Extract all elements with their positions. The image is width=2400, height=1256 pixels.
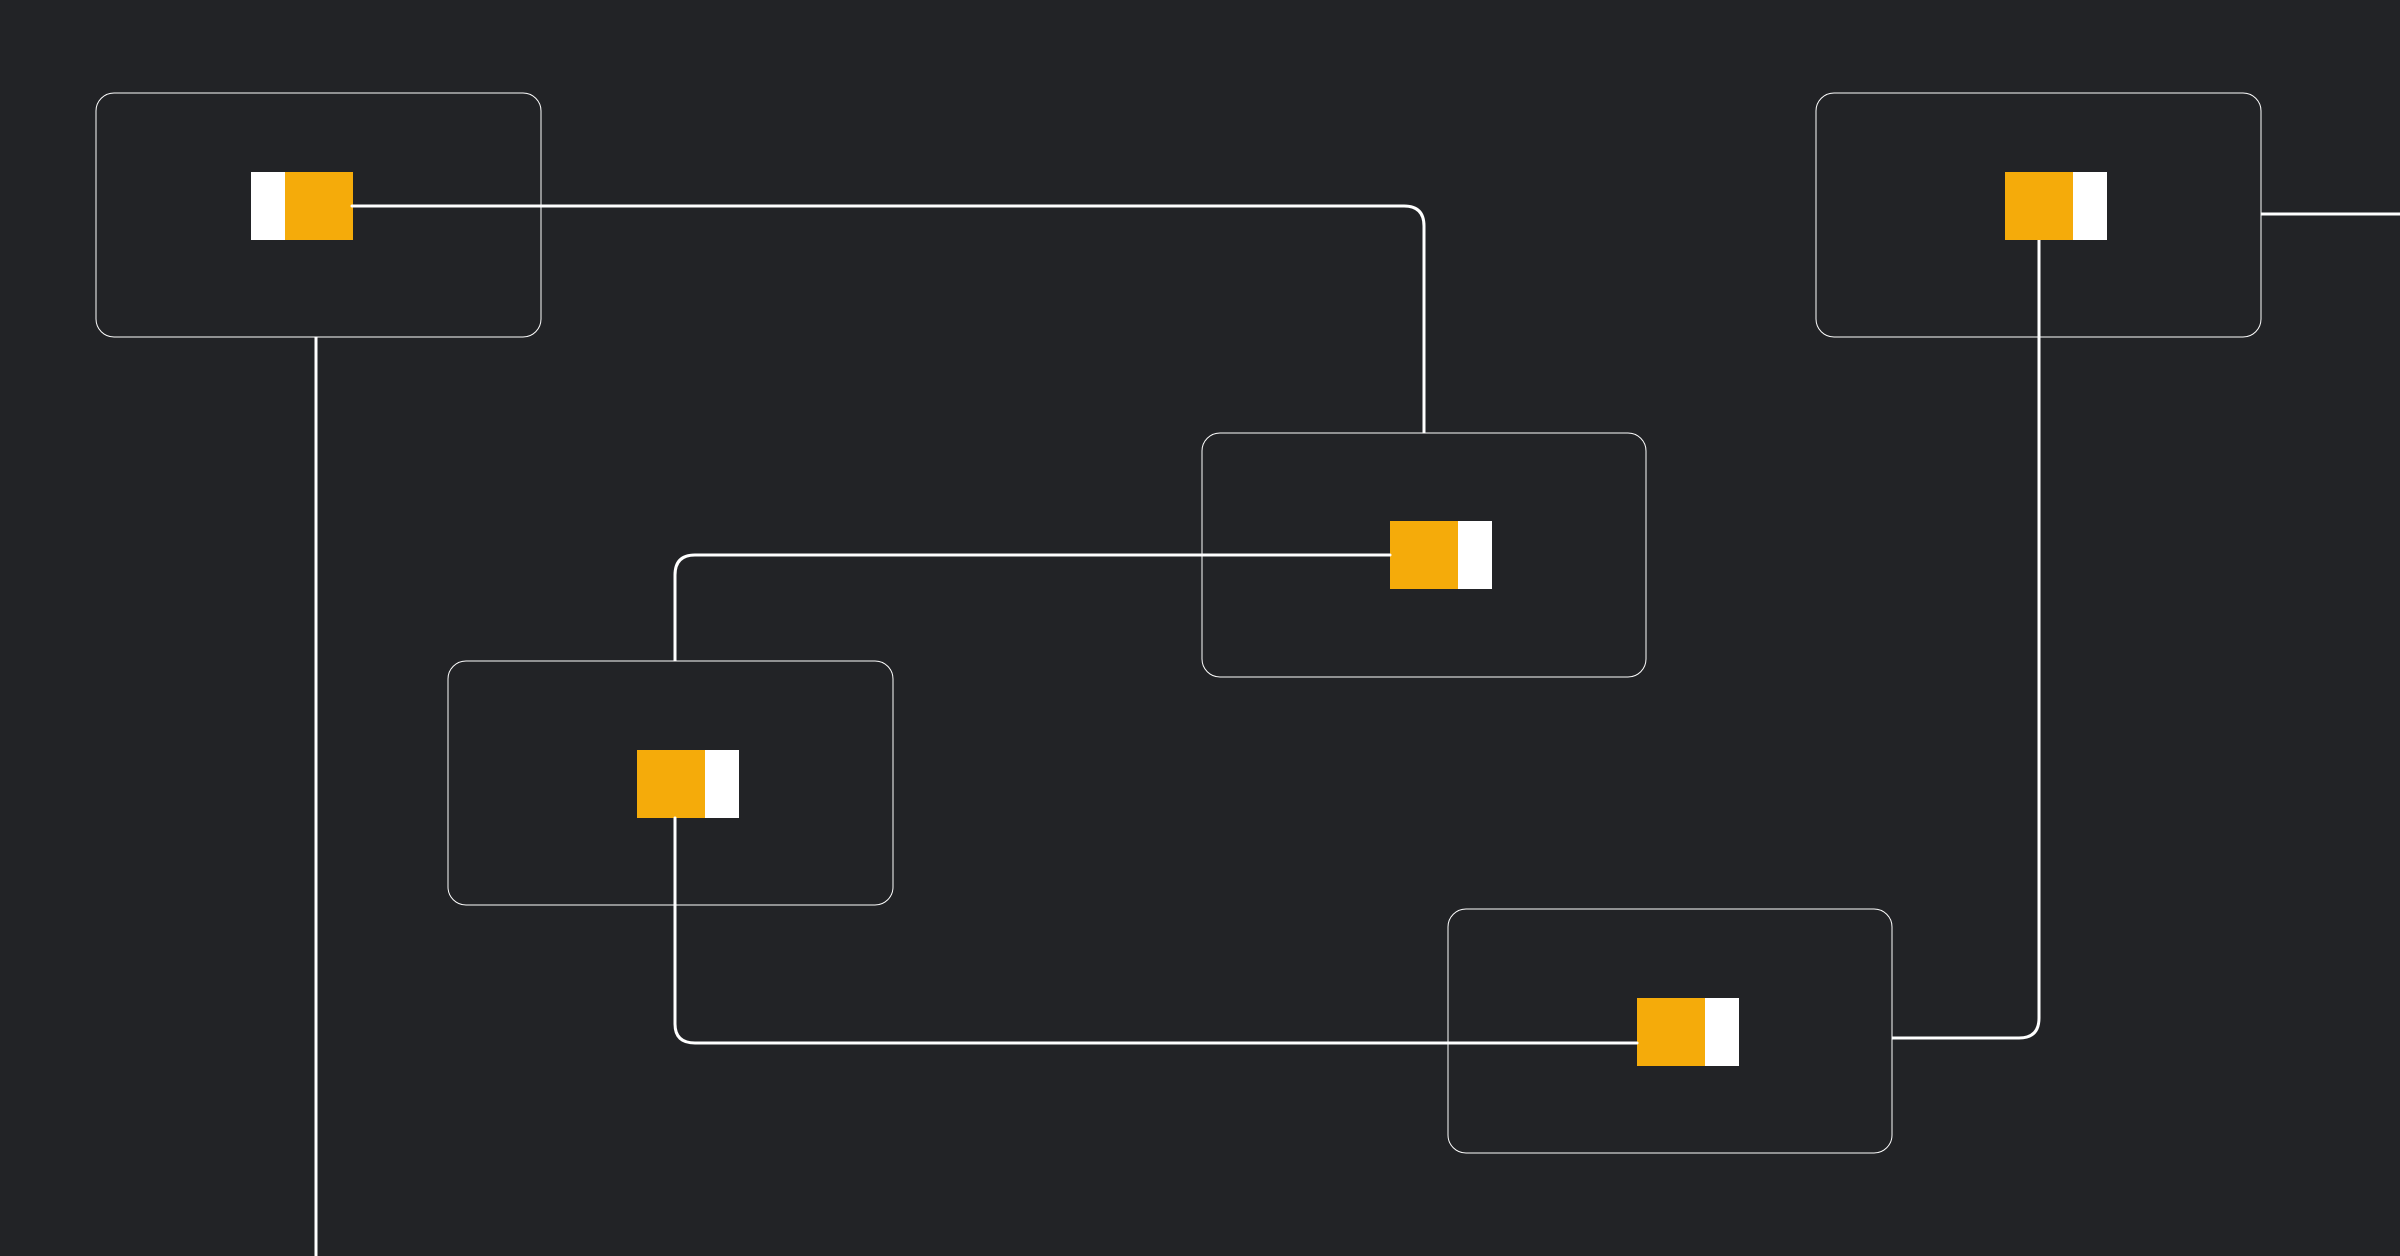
node-4-swatch-accent [1637, 998, 1705, 1066]
node-5-swatch-light [2073, 172, 2107, 240]
node-5-swatch-accent [2005, 172, 2073, 240]
toggle-block-icon [251, 172, 353, 240]
connector-overlays [350, 204, 1639, 1045]
toggle-block-icon [1390, 521, 1492, 589]
node-4-swatch-light [1705, 998, 1739, 1066]
node-3[interactable] [447, 660, 894, 906]
connector-node3-node4 [673, 816, 1639, 1045]
node-2-swatch-light [1458, 521, 1492, 589]
node-2[interactable] [1201, 432, 1647, 678]
node-5[interactable] [1815, 92, 2262, 338]
node-3-swatch-accent [637, 750, 705, 818]
toggle-block-icon [1637, 998, 1739, 1066]
node-2-swatch-accent [1390, 521, 1458, 589]
node-4[interactable] [1447, 908, 1893, 1154]
connector-node1-node2 [350, 204, 1426, 434]
connector-node4-node5 [1890, 238, 2041, 1040]
node-1[interactable] [95, 92, 542, 338]
toggle-block-icon [637, 750, 739, 818]
node-1-swatch-accent [285, 172, 353, 240]
connector-node2-node3 [673, 553, 1392, 663]
toggle-block-icon [2005, 172, 2107, 240]
node-1-swatch-light [251, 172, 285, 240]
node-3-swatch-light [705, 750, 739, 818]
connectors [314, 204, 2400, 1256]
